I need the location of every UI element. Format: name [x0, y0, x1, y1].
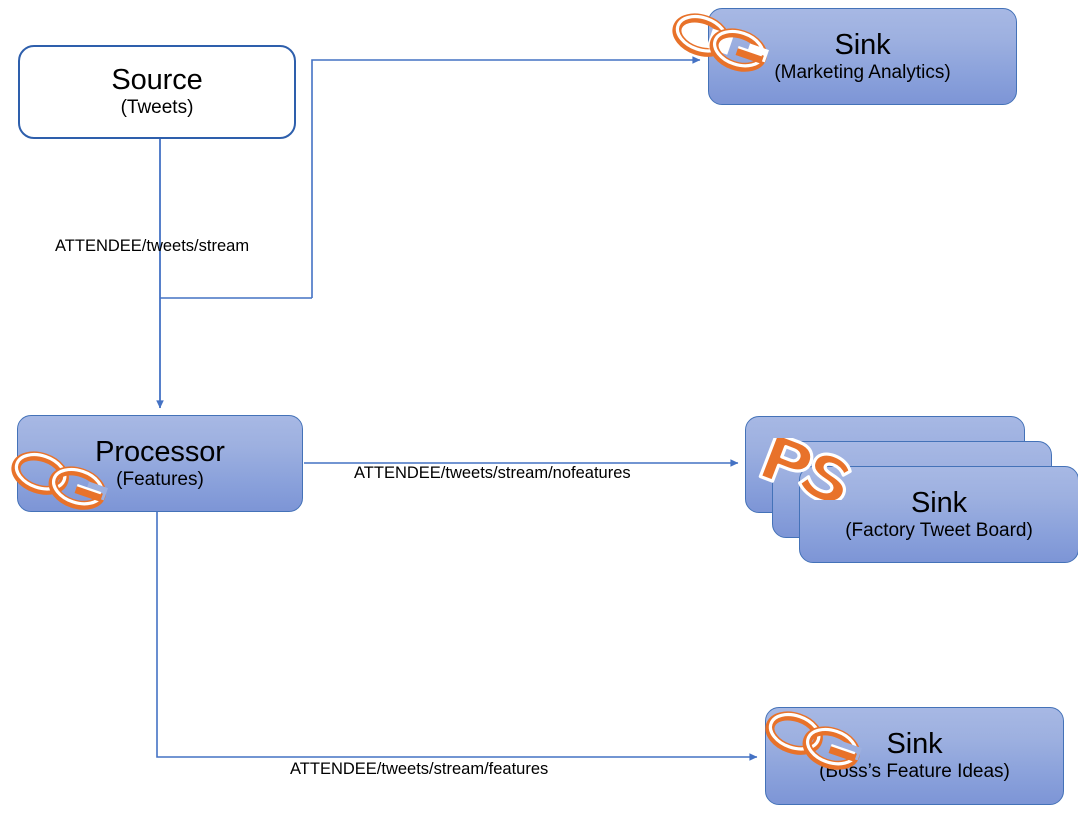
- node-subtitle: (Features): [116, 468, 204, 490]
- node-subtitle: (Marketing Analytics): [774, 61, 951, 83]
- node-processor-features[interactable]: Processor (Features): [17, 415, 303, 512]
- node-sink-marketing-analytics[interactable]: Sink (Marketing Analytics): [708, 8, 1017, 105]
- node-sink-factory-tweet-board[interactable]: Sink (Factory Tweet Board): [799, 466, 1078, 563]
- node-subtitle: (Tweets): [120, 97, 194, 119]
- node-subtitle: (Boss’s Feature Ideas): [819, 761, 1010, 783]
- node-source-tweets[interactable]: Source (Tweets): [18, 45, 296, 139]
- node-title: Source: [111, 64, 203, 96]
- edge-label-stream: ATTENDEE/tweets/stream: [55, 237, 250, 255]
- edge-processor-to-boss-ideas: [156, 512, 758, 761]
- node-title: Processor: [95, 435, 225, 468]
- edge-label-features: ATTENDEE/tweets/stream/features: [290, 760, 549, 778]
- node-title: Sink: [886, 728, 943, 760]
- node-title: Sink: [910, 486, 967, 519]
- edge-label-nofeatures: ATTENDEE/tweets/stream/nofeatures: [354, 464, 631, 482]
- node-title: Sink: [834, 28, 891, 61]
- node-sink-boss-feature-ideas[interactable]: Sink (Boss’s Feature Ideas): [765, 707, 1064, 805]
- node-subtitle: (Factory Tweet Board): [845, 519, 1033, 541]
